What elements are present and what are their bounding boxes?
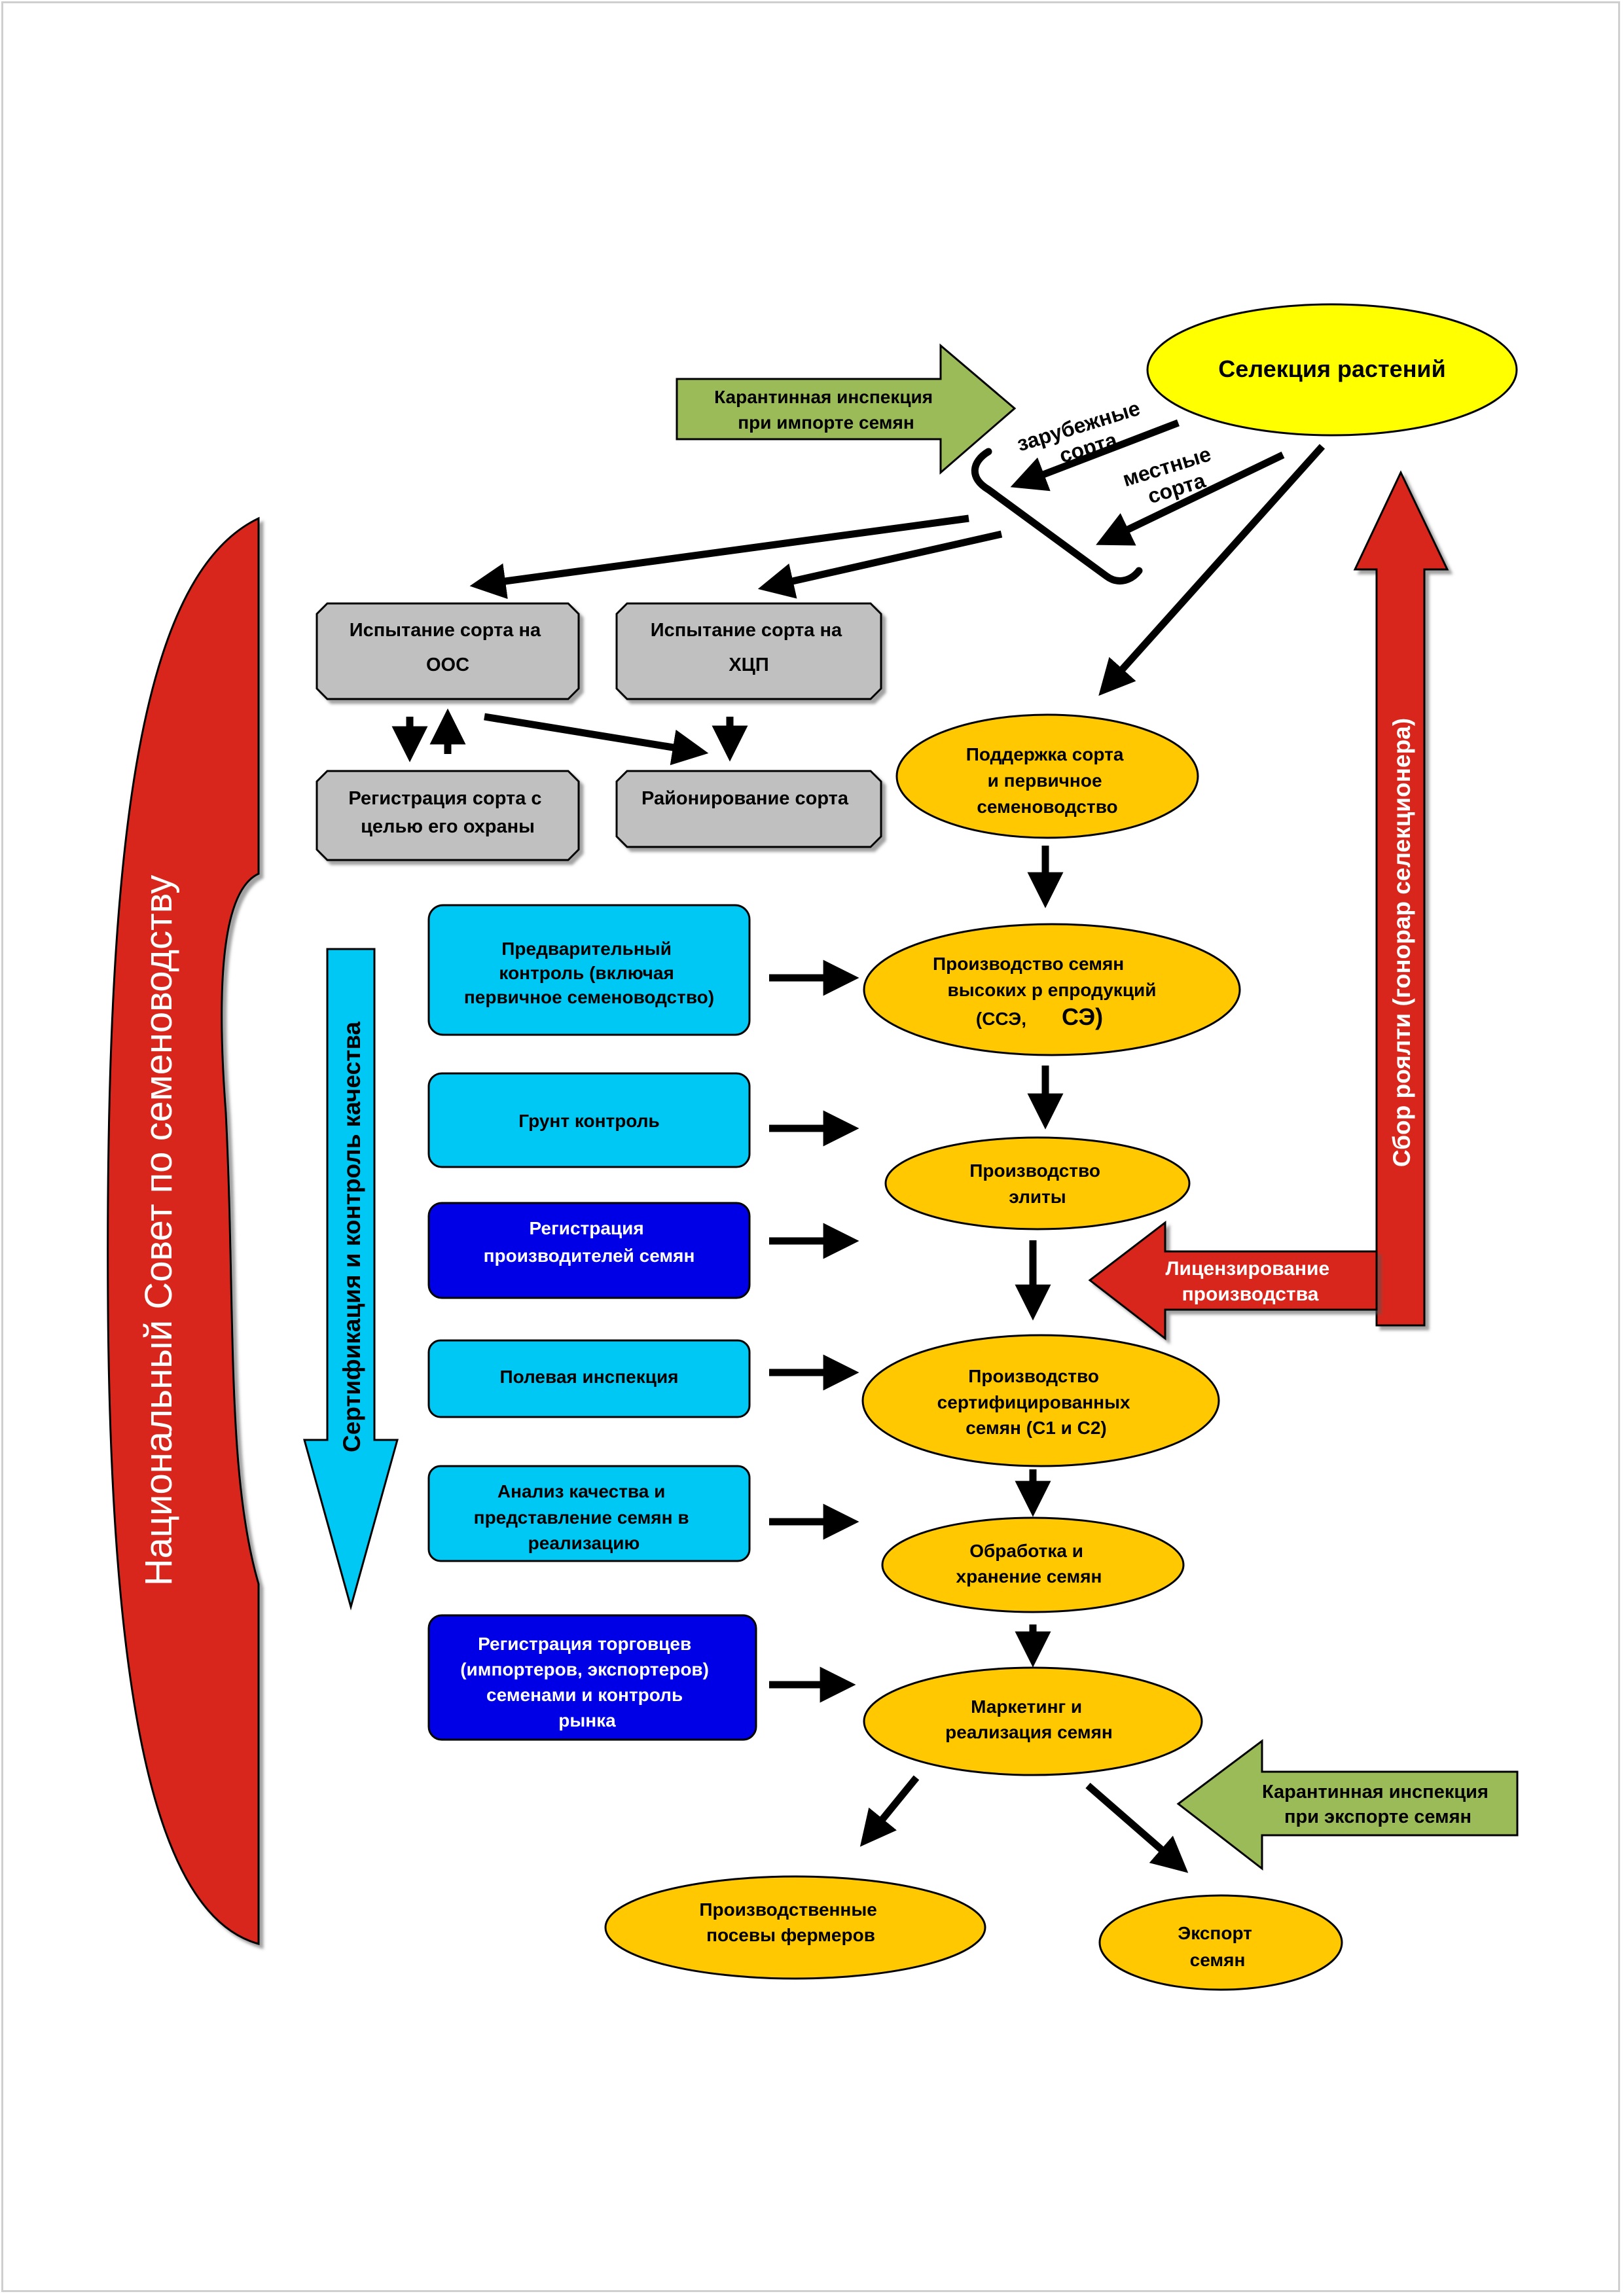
quarantine-export-line2: при экспорте семян (1284, 1806, 1471, 1827)
svg-text:Анализ качества и предст: Анализ качества и представление семян в … (474, 1481, 695, 1553)
control-box-quality-analysis: Анализ качества и представление семян в … (427, 1465, 751, 1562)
dus-test-box: Испытание сорта на ООС (316, 602, 580, 700)
quarantine-export-shape (1176, 1739, 1519, 1871)
svg-text:Производственные посевы: Производственные посевы фермеров (699, 1899, 882, 1945)
svg-text:Производство семян выс: Производство семян высоких р епродукций (933, 954, 1156, 1000)
svg-text:СЭ): СЭ) (1062, 1003, 1103, 1030)
licensing-arrow-shape (1088, 1220, 1378, 1341)
arrow-breeding-to-maintenance (1098, 444, 1326, 696)
svg-text:Производство элиты: Производство элиты (969, 1160, 1105, 1207)
arrow-foreign-to-bracket (1010, 419, 1180, 492)
royalty-arrow-shape (1353, 470, 1449, 1327)
certification-arrow-shape (303, 948, 399, 1611)
zoning-label: Районирование сорта (641, 788, 849, 809)
svg-text:Испытание сорта на ХЦП: Испытание сорта на ХЦП (651, 620, 847, 675)
svg-text:Экспорт семян: Экспорт семян (1178, 1923, 1257, 1970)
stage-marketing: Маркетинг и реализация семян (863, 1666, 1203, 1776)
licensing-line1: Лицензирование (1165, 1258, 1329, 1280)
connector-arrows (391, 419, 1326, 1873)
svg-text:Лицензирование производс: Лицензирование производства (1165, 1258, 1335, 1305)
quarantine-import-line2: при импорте семян (738, 412, 914, 433)
variety-bracket (971, 448, 1143, 584)
arrow-local-to-bracket (1096, 452, 1285, 546)
svg-text:(ССЭ,: (ССЭ, (976, 1009, 1026, 1029)
licensing-arrow: Лицензирование производства (1088, 1220, 1378, 1341)
svg-text:Производство сертифициро: Производство сертифицированных семян (С1… (937, 1366, 1136, 1438)
quarantine-import-arrow: Карантинная инспекция при импорте семян (676, 343, 1017, 475)
licensing-line2: производства (1182, 1283, 1319, 1305)
dus-line2: ООС (426, 655, 469, 675)
control-box-trader-registration: Регистрация торговцев (импортеров, экспо… (427, 1614, 757, 1741)
control-box-grow-out: Грунт контроль (427, 1072, 751, 1168)
control-box-producer-registration: Регистрация производителей семян (427, 1202, 751, 1299)
dus-line1: Испытание сорта на (350, 620, 541, 641)
control-box-field-inspection: Полевая инспекция (427, 1339, 751, 1418)
svg-text:Карантинная инспекция пр: Карантинная инспекция при импорте семян (714, 387, 938, 433)
arrow-dus-to-zoning (484, 713, 709, 766)
svg-text:Маркетинг и реализация с: Маркетинг и реализация семян (945, 1696, 1113, 1742)
stage-certified: Производство сертифицированных семян (С1… (861, 1334, 1220, 1467)
vcu-line1: Испытание сорта на (651, 620, 842, 641)
stage-elite: Производство элиты (884, 1136, 1191, 1230)
royalty-label: Сбор роялти (гонорар селекционера) (1388, 718, 1415, 1167)
svg-text:Полевая инспекция: Полевая инспекция (499, 1367, 678, 1387)
svg-text:Предварительный контроль: Предварительный контроль (включая первич… (464, 939, 714, 1007)
svg-text:Обработка и хранение се: Обработка и хранение семян (956, 1541, 1102, 1587)
quarantine-import-shape (676, 343, 1017, 475)
plant-breeding-label: Селекция растений (1218, 355, 1445, 382)
svg-text:Испытание сорта на ООС: Испытание сорта на ООС (350, 620, 546, 675)
arrow-bracket-to-vcu (757, 530, 1003, 599)
svg-text:Грунт контроль: Грунт контроль (518, 1111, 659, 1131)
royalty-arrow: Сбор роялти (гонорар селекционера) (1353, 470, 1449, 1327)
local-varieties-label: местные сорта (1120, 440, 1226, 514)
arrow-bracket-to-dus (469, 514, 969, 600)
quarantine-import-line1: Карантинная инспекция (714, 387, 933, 407)
control-box-preliminary: Предварительный контроль (включая первич… (427, 904, 751, 1036)
svg-text:Регистрация торговцев (и: Регистрация торговцев (импортеров, экспо… (460, 1634, 714, 1731)
quarantine-export-line1: Карантинная инспекция (1262, 1782, 1489, 1803)
registration-line1: Регистрация сорта с (348, 788, 541, 809)
plant-breeding-node: Селекция растений (1146, 303, 1518, 437)
variety-zoning-box: Районирование сорта (615, 770, 882, 848)
quarantine-export-arrow: Карантинная инспекция при экспорте семян (1176, 1739, 1519, 1871)
vcu-test-box: Испытание сорта на ХЦП (615, 602, 882, 700)
svg-text:Регистрация производител: Регистрация производителей семян (484, 1218, 695, 1266)
registration-line2: целью его охраны (361, 816, 535, 837)
arrow-marketing-to-farmers (859, 1775, 920, 1847)
plant-breeding-ellipse (1146, 303, 1518, 437)
stage-maintenance: Поддержка сорта и первичное семеноводств… (895, 713, 1199, 839)
certification-label: Сертификация и контроль качества (338, 1022, 365, 1452)
stage-high-reproduction: Производство семян высоких р епродукций … (863, 923, 1241, 1056)
svg-text:Поддержка сорта и первич: Поддержка сорта и первичное семеноводств… (966, 744, 1128, 817)
council-label: Национальный Совет по семеноводству (137, 875, 180, 1586)
certification-arrow: Сертификация и контроль качества (303, 948, 399, 1611)
arrow-marketing-to-export (1085, 1782, 1189, 1873)
variety-registration-box: Регистрация сорта с целью его охраны (316, 770, 580, 861)
stage-export: Экспорт семян (1098, 1894, 1343, 1991)
stage-farmer-sowing: Производственные посевы фермеров (604, 1875, 986, 1980)
council-shape (107, 516, 260, 1945)
svg-text:Карантинная инспекция пр: Карантинная инспекция при экспорте семян (1262, 1782, 1494, 1827)
stage-processing: Обработка и хранение семян (881, 1516, 1185, 1613)
national-council-banner: Национальный Совет по семеноводству (107, 516, 260, 1945)
vcu-line2: ХЦП (729, 655, 768, 675)
svg-text:Регистрация сорта с цел: Регистрация сорта с целью его охраны (348, 788, 547, 837)
